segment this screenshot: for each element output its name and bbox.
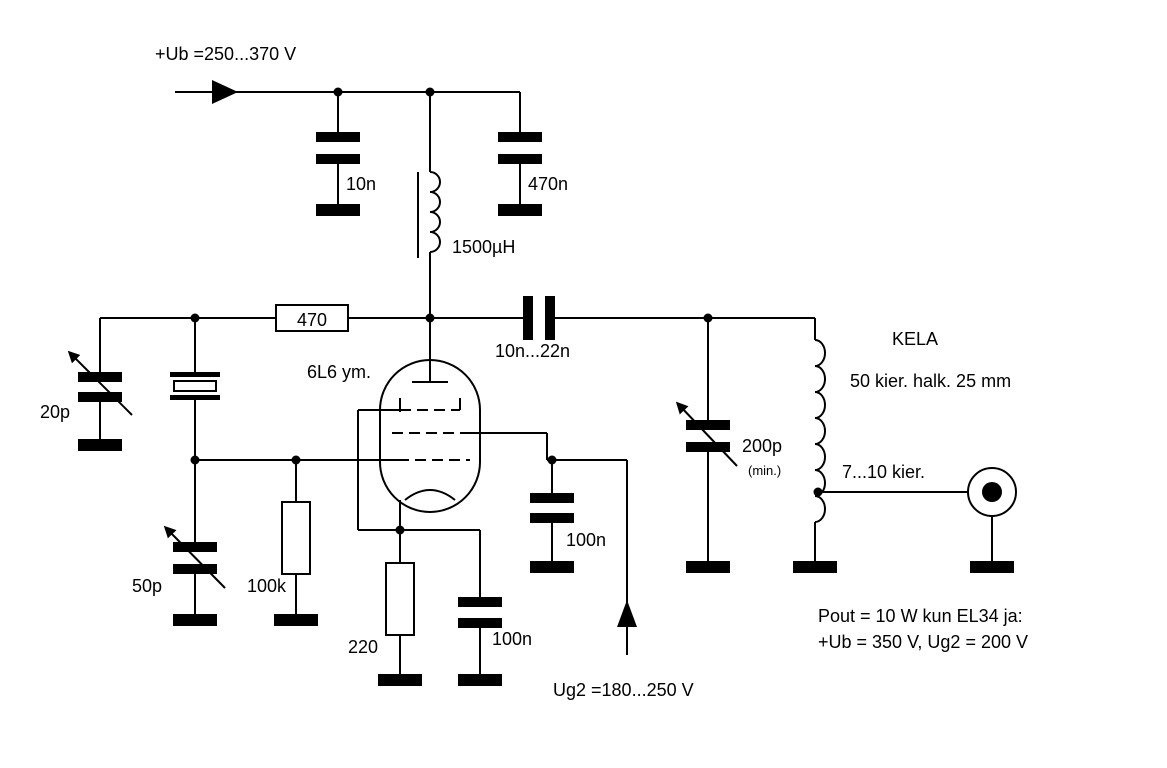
output-connector <box>967 467 1017 573</box>
tank-coil <box>793 318 968 573</box>
label-coil-title: KELA <box>892 329 938 349</box>
plate-line <box>100 296 815 340</box>
capacitor-10n-supply <box>316 92 360 216</box>
variable-capacitor-50p <box>163 460 226 626</box>
supply-input-arrow <box>212 80 238 104</box>
capacitor-100n-cathode <box>458 530 502 686</box>
variable-capacitor-200p <box>675 318 738 573</box>
tube-6l6 <box>379 318 481 535</box>
variable-capacitor-20p <box>67 318 133 451</box>
label-ug2: Ug2 =180...250 V <box>553 680 694 700</box>
label-c-100n-g2: 100n <box>566 530 606 550</box>
suppressor-wire <box>357 409 480 531</box>
label-c-200p: 200p <box>742 436 782 456</box>
label-supply: +Ub =250...370 V <box>155 44 296 64</box>
label-c-50p: 50p <box>132 576 162 596</box>
capacitor-100n-g2 <box>530 460 574 573</box>
label-pout-line1: Pout = 10 W kun EL34 ja: <box>818 606 1023 626</box>
label-tube: 6L6 ym. <box>307 362 371 382</box>
crystal <box>170 318 220 465</box>
label-r-470: 470 <box>297 310 327 330</box>
label-c-coupling: 10n...22n <box>495 341 570 361</box>
label-r-220: 220 <box>348 637 378 657</box>
ug2-input-arrow <box>617 600 637 627</box>
capacitor-coupling <box>523 296 533 340</box>
label-c-100n-cathode: 100n <box>492 629 532 649</box>
label-pout-line2: +Ub = 350 V, Ug2 = 200 V <box>818 632 1028 652</box>
supply-rail <box>175 80 521 135</box>
label-c-10n-supply: 10n <box>346 174 376 194</box>
label-c-20p: 20p <box>40 402 70 422</box>
resistor-100k <box>274 460 318 626</box>
label-coil-spec: 50 kier. halk. 25 mm <box>850 371 1011 391</box>
label-c-470n: 470n <box>528 174 568 194</box>
label-c-200p-note: (min.) <box>748 463 781 478</box>
label-coil-tap: 7...10 kier. <box>842 462 925 482</box>
capacitor-470n-supply <box>498 132 542 216</box>
resistor-220 <box>378 530 422 686</box>
label-r-100k: 100k <box>247 576 287 596</box>
label-choke: 1500µH <box>452 237 515 257</box>
choke-1500uh <box>417 92 441 318</box>
